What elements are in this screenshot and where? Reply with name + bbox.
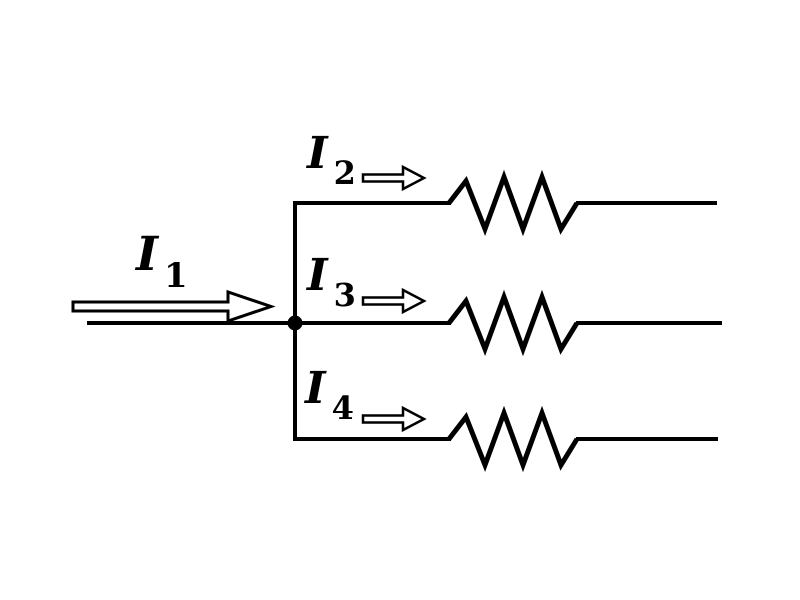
- current-label-i4-base: I: [305, 363, 326, 414]
- current-label-i1-base: I: [136, 227, 158, 282]
- current-arrow-i4-icon: [361, 405, 427, 433]
- resistor-branch2: [447, 169, 580, 237]
- current-label-i3-sub: 3: [333, 276, 356, 314]
- resistor-branch3: [447, 289, 580, 357]
- current-arrow-i1-icon: [71, 289, 276, 324]
- resistor-branch4: [447, 405, 580, 473]
- junction-node-dot: [287, 315, 303, 331]
- current-arrow-i3-icon: [361, 287, 427, 315]
- current-label-i1-sub: 1: [164, 256, 188, 296]
- current-label-i2-sub: 2: [333, 154, 356, 192]
- current-label-i3-base: I: [307, 250, 328, 301]
- current-label-i2-base: I: [307, 128, 328, 179]
- current-arrow-i2-icon: [361, 164, 427, 192]
- current-label-i4-sub: 4: [331, 389, 354, 427]
